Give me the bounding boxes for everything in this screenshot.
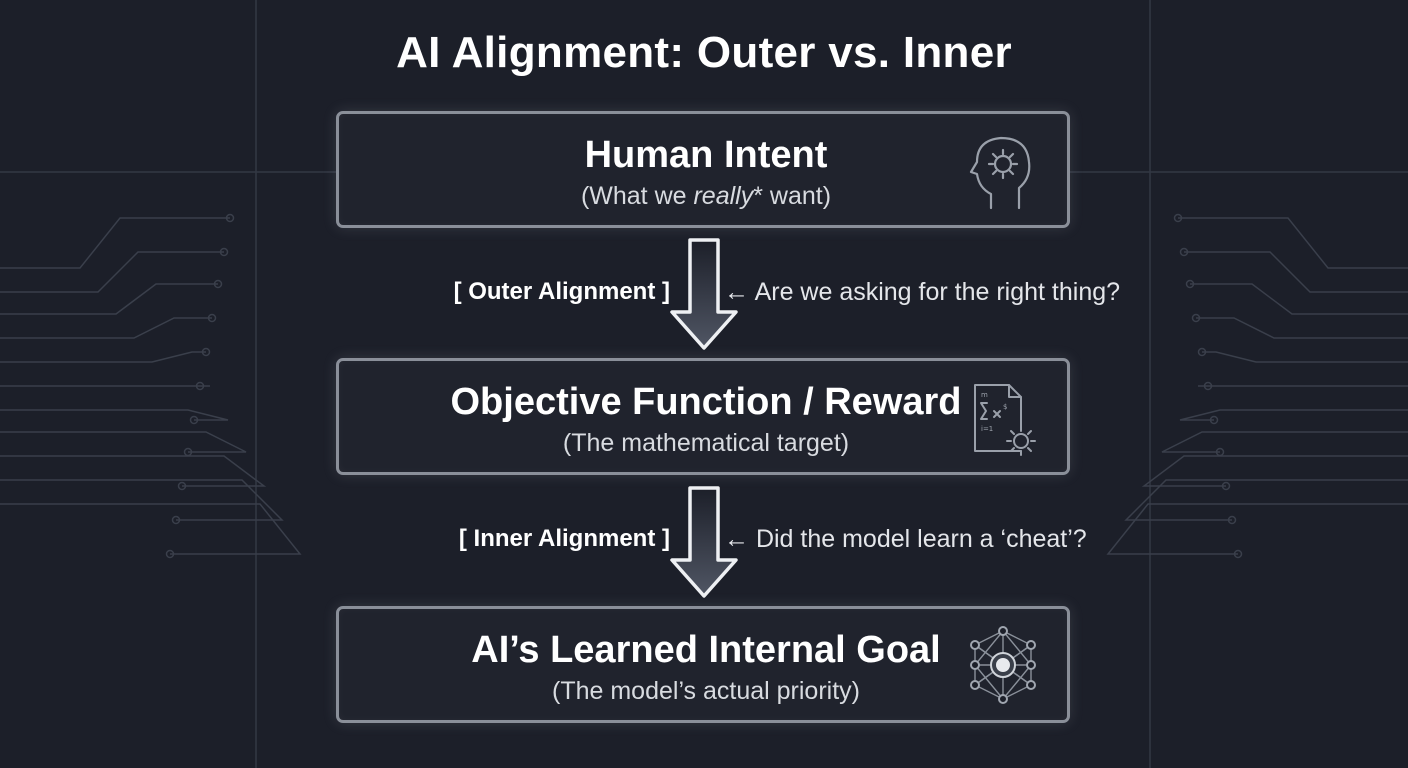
human-intent-title: Human Intent bbox=[584, 134, 828, 176]
down-arrow-outer bbox=[670, 238, 738, 350]
circuit-trace bbox=[1141, 455, 1408, 487]
circuit-node bbox=[189, 415, 199, 425]
circuit-node bbox=[1179, 247, 1189, 257]
circuit-node bbox=[1227, 515, 1237, 525]
svg-text:m: m bbox=[981, 391, 988, 399]
circuit-node bbox=[1233, 549, 1243, 559]
circuit-node bbox=[213, 279, 223, 289]
objective-function-box: Objective Function / Reward (The mathema… bbox=[336, 358, 1070, 475]
down-arrow-inner bbox=[670, 486, 738, 598]
svg-text:i=1: i=1 bbox=[981, 425, 993, 433]
circuit-trace bbox=[1106, 503, 1408, 555]
circuit-trace bbox=[0, 317, 212, 339]
circuit-trace bbox=[0, 351, 206, 363]
circuit-trace bbox=[1202, 351, 1408, 363]
emphasis-really: really bbox=[693, 182, 754, 210]
circuit-node bbox=[201, 347, 211, 357]
circuit-node bbox=[1203, 381, 1213, 391]
human-intent-subtitle: (What we really* want) bbox=[580, 182, 832, 210]
human-intent-box: Human Intent (What we really* want) bbox=[336, 111, 1070, 228]
circuit-trace bbox=[1184, 251, 1408, 293]
circuit-trace bbox=[0, 503, 302, 555]
circuit-node bbox=[177, 481, 187, 491]
circuit-node bbox=[225, 213, 235, 223]
inner-alignment-label: [ Inner Alignment ] bbox=[458, 525, 670, 552]
circuit-node bbox=[1209, 415, 1219, 425]
circuit-trace bbox=[0, 283, 218, 315]
outer-alignment-question: ← Are we asking for the right thing? bbox=[724, 278, 1121, 306]
learned-goal-title: AI’s Learned Internal Goal bbox=[471, 629, 941, 671]
circuit-node bbox=[1173, 213, 1183, 223]
circuit-node bbox=[219, 247, 229, 257]
diagram-title: AI Alignment: Outer vs. Inner bbox=[396, 28, 1012, 77]
circuit-trace bbox=[1178, 217, 1408, 269]
circuit-trace bbox=[0, 431, 247, 453]
head-gear-icon bbox=[969, 136, 1031, 210]
inner-alignment-question: ← Did the model learn a ‘cheat’? bbox=[724, 525, 1087, 553]
objective-function-title: Objective Function / Reward bbox=[450, 381, 962, 423]
formula-document-gear-icon: m i=1 $ bbox=[974, 384, 1036, 456]
circuit-trace bbox=[1161, 431, 1408, 453]
circuit-trace bbox=[0, 455, 267, 487]
circuit-trace bbox=[1124, 479, 1408, 521]
circuit-node bbox=[195, 381, 205, 391]
circuit-node bbox=[165, 549, 175, 559]
circuit-node bbox=[1185, 279, 1195, 289]
circuit-trace bbox=[0, 217, 230, 269]
circuit-node bbox=[1221, 481, 1231, 491]
circuit-trace bbox=[1196, 317, 1408, 339]
outer-alignment-label: [ Outer Alignment ] bbox=[453, 278, 670, 305]
circuit-node bbox=[1197, 347, 1207, 357]
circuit-trace bbox=[1190, 283, 1408, 315]
circuit-trace bbox=[0, 479, 284, 521]
learned-goal-subtitle: (The model’s actual priority) bbox=[552, 677, 860, 705]
circuit-trace bbox=[0, 251, 224, 293]
svg-text:$: $ bbox=[1003, 403, 1007, 411]
objective-function-subtitle: (The mathematical target) bbox=[562, 429, 850, 457]
neural-network-icon bbox=[970, 626, 1036, 704]
circuit-trace bbox=[1179, 409, 1408, 421]
circuit-node bbox=[171, 515, 181, 525]
circuit-node bbox=[1191, 313, 1201, 323]
circuit-node bbox=[207, 313, 217, 323]
learned-goal-box: AI’s Learned Internal Goal (The model’s … bbox=[336, 606, 1070, 723]
circuit-trace bbox=[0, 409, 229, 421]
